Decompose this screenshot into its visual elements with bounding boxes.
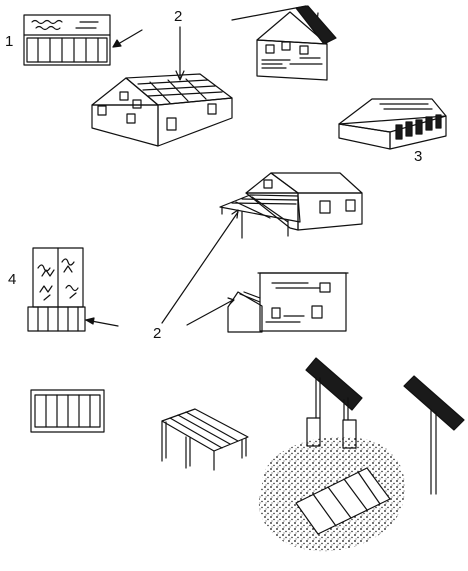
house-lean-to <box>227 272 349 333</box>
vertical-collector-4 <box>27 247 86 332</box>
house-central <box>91 73 233 147</box>
arrow-to-collector-4 <box>85 317 119 327</box>
label-1: 1 <box>5 33 14 50</box>
house-porch <box>219 172 363 239</box>
label-3: 3 <box>414 148 423 165</box>
house-3 <box>338 98 447 150</box>
arrow-label-2-top <box>175 26 185 81</box>
flat-collector-plain <box>30 389 105 433</box>
shelter-collector <box>161 408 249 471</box>
arrows-label-2-bottom <box>161 209 239 326</box>
flat-collector-1 <box>23 14 111 66</box>
house-roof-panel <box>231 5 337 81</box>
post-mounted-collector <box>305 357 363 449</box>
pole-mounted-collector <box>403 375 465 495</box>
arrow-to-collector-1 <box>112 29 143 48</box>
label-2-top: 2 <box>174 8 183 25</box>
label-4: 4 <box>8 271 17 288</box>
label-2-bottom: 2 <box>153 325 162 342</box>
ground-collector <box>258 437 405 552</box>
